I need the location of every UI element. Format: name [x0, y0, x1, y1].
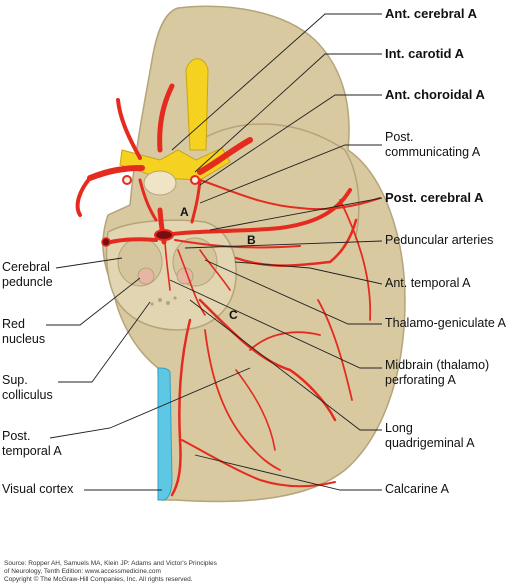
label-red-nucleus: Red nucleus: [2, 317, 46, 346]
label-calcarine: Calcarine A: [385, 482, 449, 496]
leader-ant-cerebral: [171, 13, 382, 151]
leader-post-communicating: [199, 144, 382, 204]
middle-cerebral-left: [75, 176, 92, 217]
cerebral-hemisphere-outline: [102, 5, 406, 503]
leader-long-quadrigeminal: [189, 299, 382, 431]
leader-post-temporal: [49, 367, 251, 439]
post-temporal-artery: [198, 298, 337, 422]
brain-hemisphere: [102, 5, 406, 503]
post-communicating-artery: [138, 178, 202, 224]
copyright-line: Copyright © The McGraw-Hill Companies, I…: [4, 576, 193, 583]
leader-red-nucleus: [46, 277, 141, 326]
label-cerebral-peduncle: Cerebral peduncle: [2, 260, 53, 289]
source-line-1: Source: Ropper AH, Samuels MA, Klein JP:…: [4, 560, 217, 567]
thalamo-geniculate-artery: [199, 249, 231, 291]
leader-thalamo-geniculate: [204, 259, 382, 325]
label-sup-colliculus: Sup. colliculus: [2, 373, 53, 402]
cortical-branch: [204, 329, 281, 471]
cortical-branch: [339, 199, 372, 321]
calcarine-artery: [170, 318, 192, 497]
long-quadrigeminal-artery: [177, 249, 206, 316]
int-carotid-lumen: [122, 175, 132, 185]
colliculus-dot: [158, 298, 162, 302]
region-letter-b: B: [247, 233, 256, 247]
label-midbrain-perforating: Midbrain (thalamo) perforating A: [385, 358, 490, 387]
int-carotid-lumen-right: [190, 175, 200, 185]
calcarine-branch: [181, 439, 336, 488]
cortical-branch: [235, 369, 276, 451]
leader-post-cerebral: [209, 197, 383, 231]
colliculus-dot: [173, 296, 177, 300]
leader-peduncular: [184, 240, 383, 249]
visual-cortex-shape: [157, 367, 173, 501]
label-post-temporal: Post. temporal A: [2, 429, 62, 458]
label-post-cerebral: Post. cerebral A: [385, 190, 484, 205]
ant-cerebral-artery: [157, 83, 175, 153]
colliculus-dot: [150, 302, 154, 306]
label-long-quadrigeminal: Long quadrigeminal A: [385, 421, 475, 450]
label-visual-cortex: Visual cortex: [2, 482, 74, 496]
leader-midbrain-perforating: [169, 279, 382, 369]
leader-calcarine: [194, 454, 382, 491]
red-nucleus-shape: [137, 267, 155, 285]
basilar-lumen: [154, 229, 174, 241]
label-ant-temporal: Ant. temporal A: [385, 276, 471, 290]
leader-ant-choroidal: [199, 94, 382, 186]
label-post-communicating: Post. communicating A: [385, 130, 481, 159]
region-letter-a: A: [180, 205, 189, 219]
pituitary-stalk-shape: [143, 170, 177, 196]
leader-sup-colliculus: [58, 301, 151, 383]
int-carotid-artery: [87, 137, 253, 181]
colliculus-dot: [166, 301, 170, 305]
peduncle-artery-stub: [101, 237, 111, 247]
midbrain-perforating-artery: [164, 241, 171, 291]
ant-choroidal-artery: [199, 179, 381, 211]
region-letter-c: C: [229, 308, 238, 322]
leader-lines: [46, 13, 383, 491]
leader-int-carotid: [194, 53, 382, 173]
label-thalamo-geniculate: Thalamo-geniculate A: [385, 316, 506, 330]
leader-cerebral-peduncle: [55, 257, 123, 269]
optic-stalk: [185, 58, 209, 151]
leader-ant-temporal: [234, 261, 383, 285]
cortical-branch: [317, 299, 353, 401]
label-int-carotid: Int. carotid A: [385, 46, 464, 61]
label-ant-choroidal: Ant. choroidal A: [385, 87, 485, 102]
label-peduncular-arteries: Peduncular arteries: [385, 233, 494, 247]
ant-cerebral-artery-left: [116, 98, 142, 160]
label-ant-cerebral: Ant. cerebral A: [385, 6, 477, 21]
source-line-2: of Neurology, Tenth Edition: www.accessm…: [4, 568, 161, 575]
